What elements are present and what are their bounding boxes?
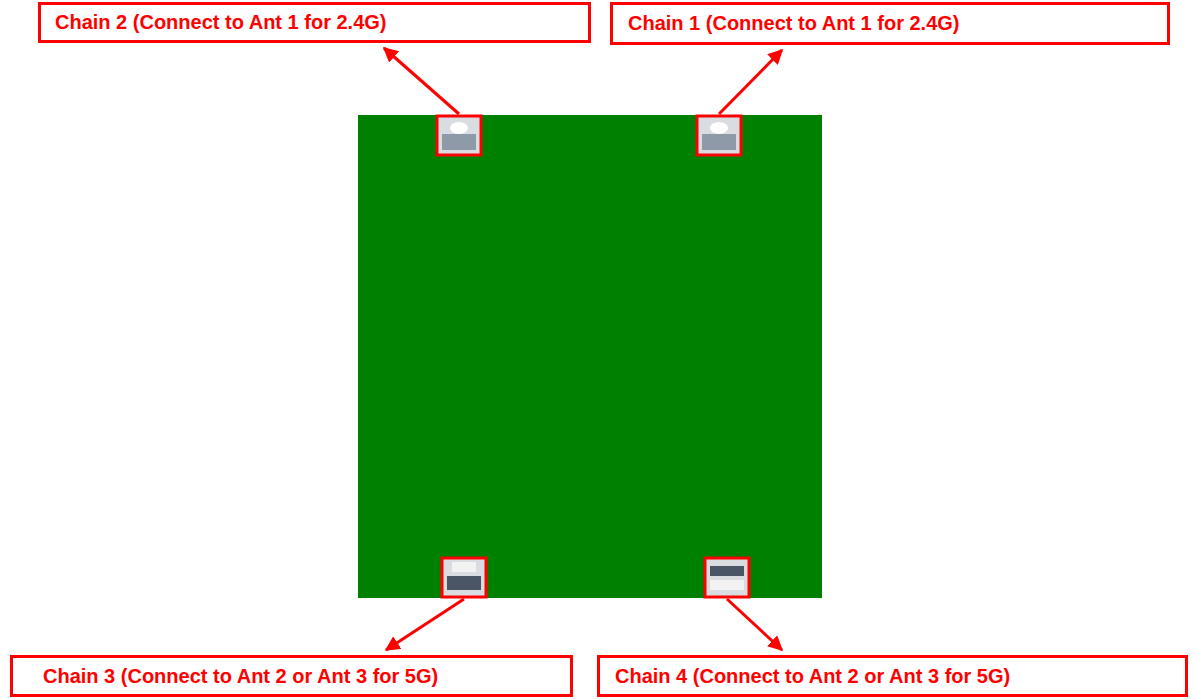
antenna-connector — [442, 558, 486, 597]
chain-label: Chain 4 (Connect to Ant 2 or Ant 3 for 5… — [615, 665, 1010, 688]
antenna-connector — [697, 116, 741, 155]
chain-label-box: Chain 4 (Connect to Ant 2 or Ant 3 for 5… — [597, 655, 1188, 697]
chain-label: Chain 1 (Connect to Ant 1 for 2.4G) — [628, 12, 960, 35]
chain-label-box: Chain 2 (Connect to Ant 1 for 2.4G) — [38, 2, 591, 43]
leader-arrow — [727, 599, 782, 650]
leader-arrow — [719, 50, 782, 114]
circuit-board — [358, 115, 822, 598]
leader-arrow — [384, 48, 459, 114]
chain-label-box: Chain 3 (Connect to Ant 2 or Ant 3 for 5… — [10, 655, 573, 697]
chain-label: Chain 3 (Connect to Ant 2 or Ant 3 for 5… — [43, 665, 438, 688]
leader-arrow — [386, 599, 464, 650]
chain-label-box: Chain 1 (Connect to Ant 1 for 2.4G) — [610, 2, 1170, 45]
antenna-connector — [437, 116, 481, 155]
chain-label: Chain 2 (Connect to Ant 1 for 2.4G) — [55, 11, 387, 34]
antenna-connector — [705, 558, 749, 597]
